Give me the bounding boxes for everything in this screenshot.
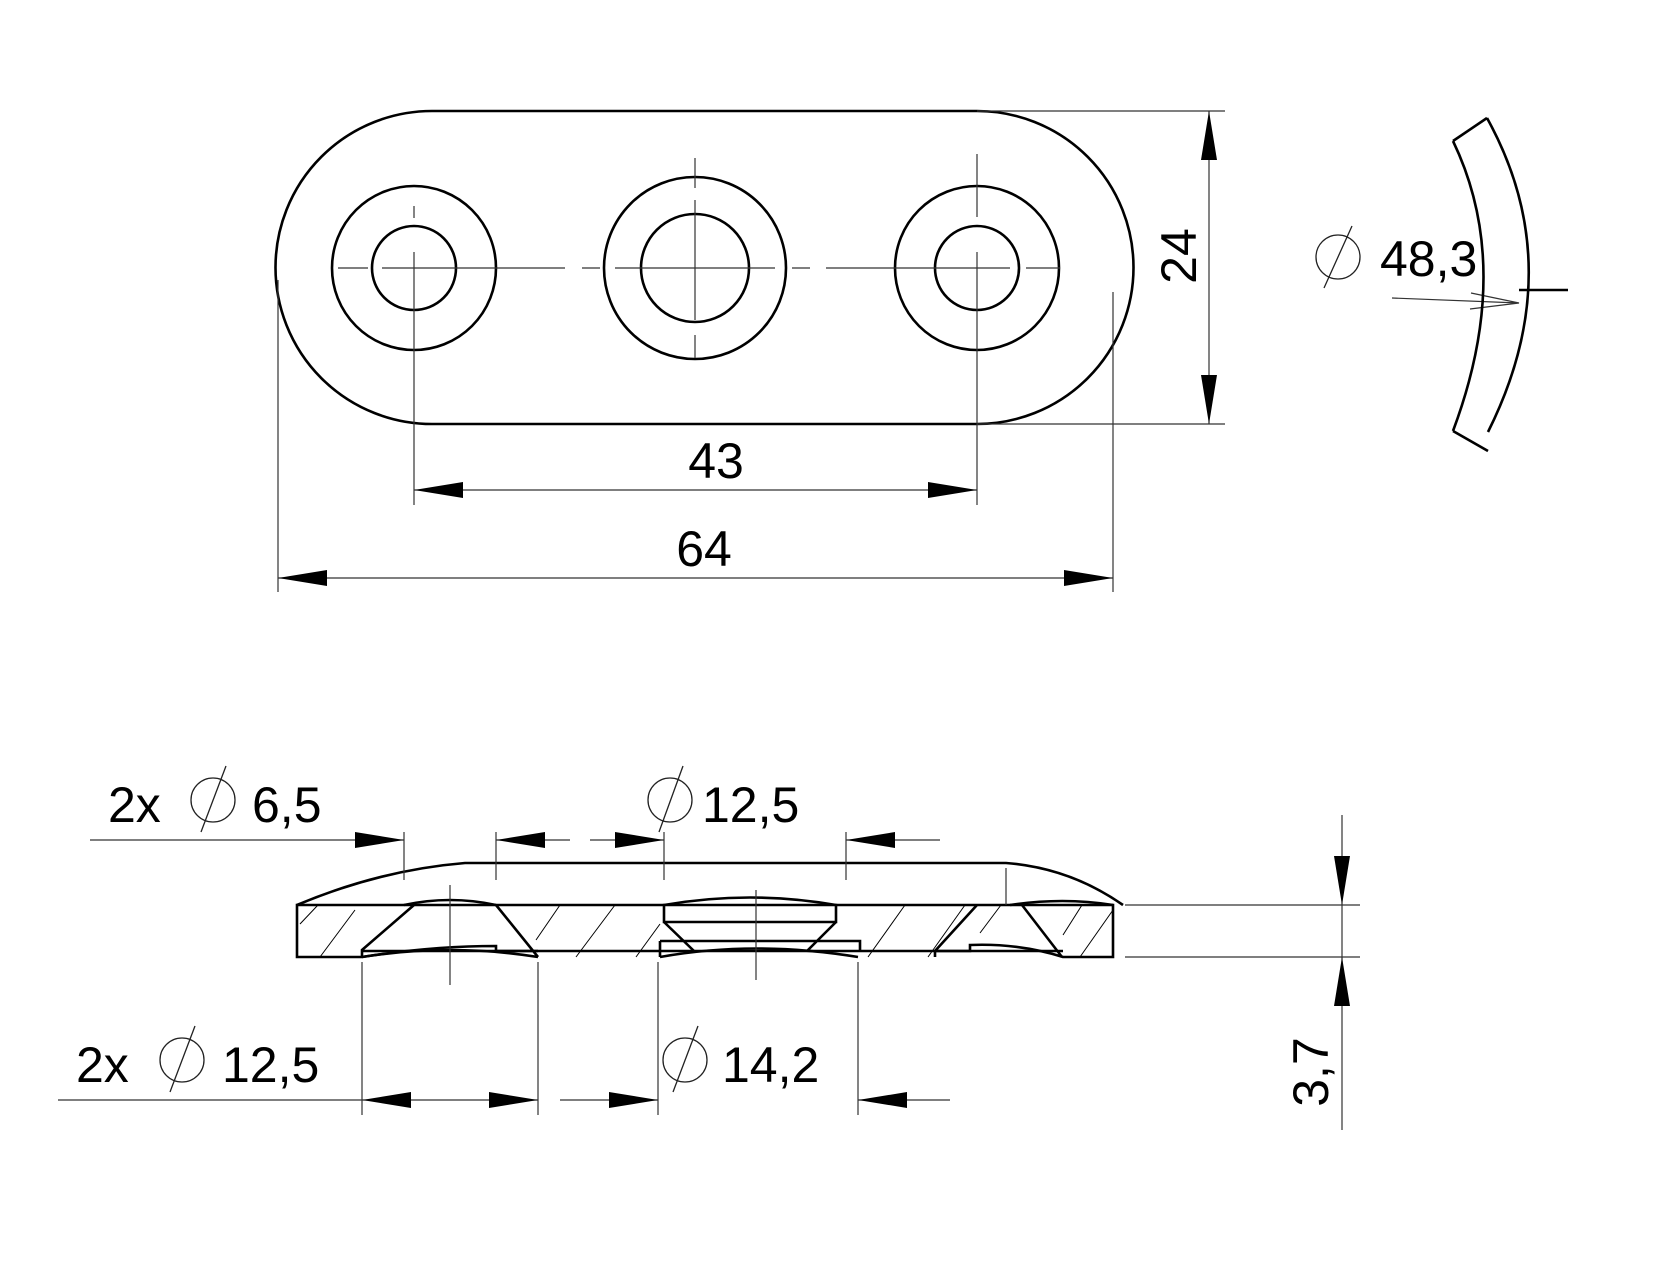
pipe-diameter-text: 48,3 — [1380, 231, 1477, 287]
dimension-2x-12-5: 2x 12,5 — [58, 1025, 538, 1108]
leader-arrow — [1391, 292, 1520, 310]
center-bottom-value: 14,2 — [722, 1037, 819, 1093]
section-top-curve — [296, 861, 1124, 907]
top-view: 43 64 24 48,3 — [274, 109, 1568, 592]
diameter-icon — [159, 1025, 205, 1093]
diameter-icon — [662, 1025, 708, 1093]
diameter-icon — [1315, 225, 1361, 289]
section-body — [295, 903, 1115, 959]
section-hatching — [299, 904, 1114, 958]
small-hole-value: 6,5 — [252, 777, 322, 833]
small-hole-count: 2x — [108, 777, 161, 833]
outer-counterbore-value: 12,5 — [222, 1037, 319, 1093]
section-centerlines — [449, 868, 1007, 985]
right-countersink — [933, 904, 1064, 958]
pipe-diameter-callout: 48,3 — [1315, 225, 1520, 310]
extension-lines — [277, 110, 1225, 592]
dimension-12-5-top: 12,5 — [590, 765, 940, 848]
dimension-24: 24 — [1151, 111, 1217, 424]
dimension-64: 64 — [278, 521, 1113, 586]
center-counterbore-value: 12,5 — [702, 777, 799, 833]
dimension-43: 43 — [414, 433, 977, 498]
dimension-14-2: 14,2 — [560, 1025, 950, 1108]
dimension-24-text: 24 — [1151, 228, 1207, 284]
thickness-extensions — [1125, 904, 1360, 958]
center-counterbore — [658, 896, 862, 957]
thickness-text: 3,7 — [1283, 1037, 1339, 1107]
section-bottom-extensions — [361, 962, 859, 1115]
dimension-43-text: 43 — [688, 433, 744, 489]
dimension-3-7: 3,7 — [1283, 815, 1350, 1130]
diameter-icon — [190, 765, 236, 833]
outer-counterbore-count: 2x — [76, 1037, 129, 1093]
pipe-profile — [1451, 116, 1568, 453]
section-view: 2x 6,5 12,5 2x — [58, 765, 1360, 1130]
dimension-64-text: 64 — [676, 521, 732, 577]
section-top-extensions — [403, 832, 847, 880]
dimension-2x-6-5: 2x 6,5 — [90, 765, 570, 848]
diameter-icon — [647, 765, 693, 833]
